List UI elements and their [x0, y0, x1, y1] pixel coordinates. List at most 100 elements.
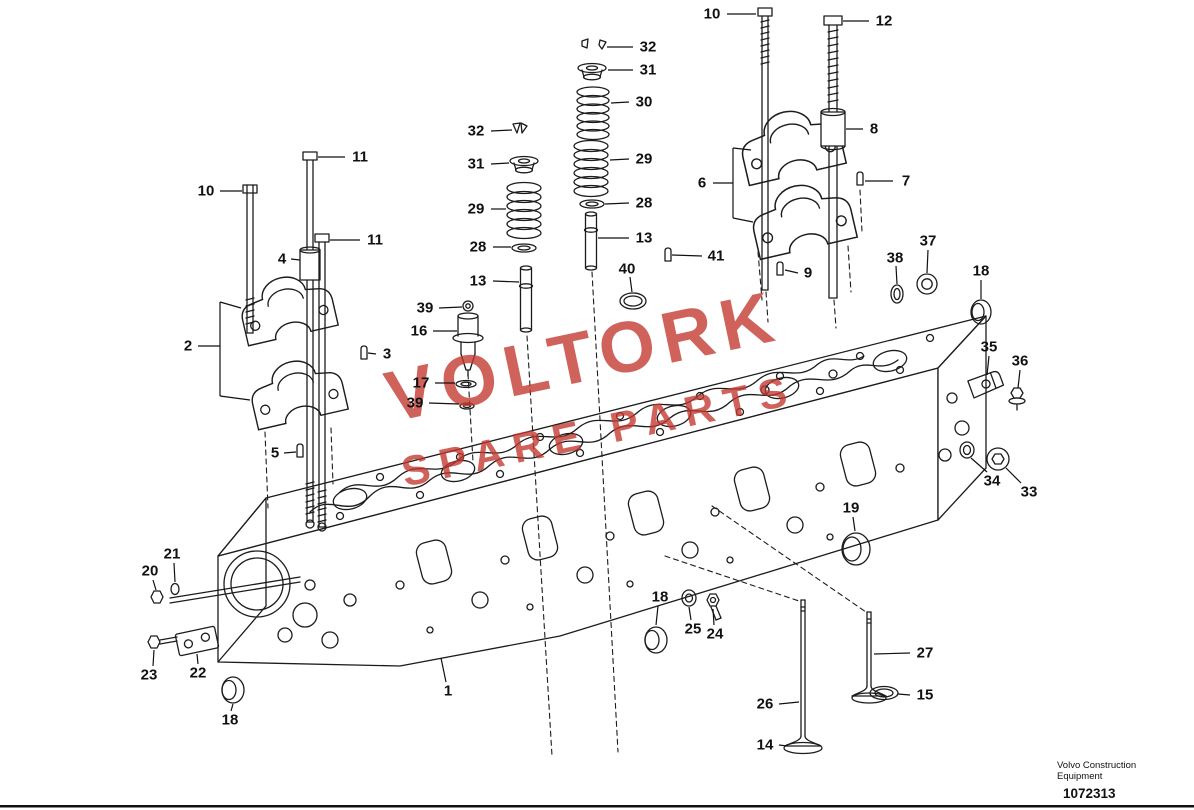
seal-ring-39-upper	[462, 300, 474, 312]
callout-leader-39	[438, 306, 463, 309]
callout-18: 18	[222, 712, 239, 729]
callout-27: 27	[917, 645, 934, 662]
callout-20: 20	[142, 563, 159, 580]
bolt-20	[150, 590, 164, 604]
callout-1: 1	[444, 683, 452, 700]
bolt-23	[147, 635, 178, 649]
seal-ring-39-lower	[459, 402, 475, 410]
bolt-12	[823, 15, 843, 299]
callout-leader-30	[610, 101, 630, 104]
spring-retainer-31-left	[509, 155, 539, 174]
callout-38: 38	[887, 250, 904, 267]
callout-19: 19	[843, 500, 860, 517]
cup-plug-18-top-right	[970, 299, 992, 325]
valve-head-14	[783, 741, 823, 755]
callout-leader-6	[732, 217, 754, 223]
callout-28: 28	[470, 239, 487, 256]
washer-17	[455, 379, 477, 389]
callout-18: 18	[973, 263, 990, 280]
callout-leader-32	[490, 129, 513, 132]
bolt-10-right	[757, 7, 773, 291]
valve-spring-30	[576, 86, 610, 141]
callout-leader-9	[784, 269, 799, 274]
callout-12: 12	[876, 13, 893, 30]
callout-leader-29	[609, 158, 630, 161]
callout-30: 30	[636, 94, 653, 111]
callout-17: 17	[413, 375, 430, 392]
callout-leader-20	[152, 579, 157, 591]
callout-14: 14	[757, 737, 774, 754]
callout-leader-26	[778, 701, 800, 705]
callout-leader-6	[732, 147, 752, 151]
bolt-11-rear	[314, 233, 330, 528]
stud-3	[360, 345, 368, 360]
callout-leader-33	[1005, 467, 1022, 484]
valve-spring-29-right	[573, 139, 609, 198]
callout-41: 41	[708, 248, 725, 265]
bracket-22	[174, 625, 220, 657]
callout-28: 28	[636, 195, 653, 212]
callout-leader-13	[492, 280, 520, 283]
callout-leader-23	[152, 649, 155, 667]
valve-keepers-32-left	[512, 122, 528, 134]
callout-23: 23	[141, 667, 158, 684]
callout-leader-35	[986, 355, 990, 376]
callout-21: 21	[164, 546, 181, 563]
bearing-cap-upper-left	[234, 266, 339, 347]
callout-29: 29	[468, 201, 485, 218]
callout-40: 40	[619, 261, 636, 278]
valve-left-26	[783, 599, 823, 755]
seal-ring-38	[890, 284, 904, 304]
diagram-linework	[147, 7, 1026, 757]
callout-leader-21	[173, 562, 176, 583]
callout-3: 3	[383, 346, 391, 363]
callout-35: 35	[981, 339, 998, 356]
callout-leader-40	[629, 276, 633, 293]
cylinder-head-block	[217, 315, 987, 667]
cup-plug-19	[841, 532, 871, 566]
plug-37	[916, 273, 938, 295]
callout-31: 31	[468, 156, 485, 173]
washer-25	[681, 589, 697, 607]
callout-11: 11	[367, 232, 383, 249]
callout-9: 9	[804, 265, 812, 282]
callout-2: 2	[184, 338, 192, 355]
callout-leader-41	[671, 254, 703, 257]
callout-10: 10	[198, 183, 215, 200]
callout-31: 31	[640, 62, 657, 79]
callout-13: 13	[470, 273, 487, 290]
cup-plug-18-bottom-left	[221, 676, 245, 704]
callout-16: 16	[411, 323, 428, 340]
footer-part-number: 1072313	[1063, 786, 1116, 801]
block-right-face	[937, 315, 987, 521]
bracket-35	[967, 370, 1005, 399]
callout-22: 22	[190, 665, 207, 682]
valve-spring-29-left	[506, 181, 542, 240]
callout-leader-27	[873, 652, 911, 655]
footer-block: Volvo Construction Equipment 1072313	[0, 760, 1194, 808]
callout-10: 10	[704, 6, 721, 23]
washer-21	[170, 582, 180, 596]
callout-leader-5	[283, 451, 297, 454]
bearing-cap-assembly-left	[234, 266, 349, 431]
callout-4: 4	[278, 251, 287, 268]
callout-leader-22	[196, 653, 199, 665]
callout-32: 32	[468, 123, 485, 140]
callout-11: 11	[352, 149, 368, 166]
callout-24: 24	[707, 626, 724, 643]
valve-guide-13-left	[518, 265, 534, 333]
callout-7: 7	[902, 173, 910, 190]
bearing-cap-lower-right	[745, 174, 858, 261]
bolt-10-left	[242, 184, 258, 334]
spring-retainer-31-right	[577, 62, 607, 81]
valve-keepers-32-right	[581, 38, 607, 50]
pin-5	[296, 443, 304, 458]
callout-leader-36	[1017, 369, 1021, 389]
callout-leader-18	[655, 605, 659, 626]
callout-leader-1	[440, 657, 447, 683]
callout-25: 25	[685, 621, 702, 638]
seat-rings-15	[869, 685, 899, 701]
